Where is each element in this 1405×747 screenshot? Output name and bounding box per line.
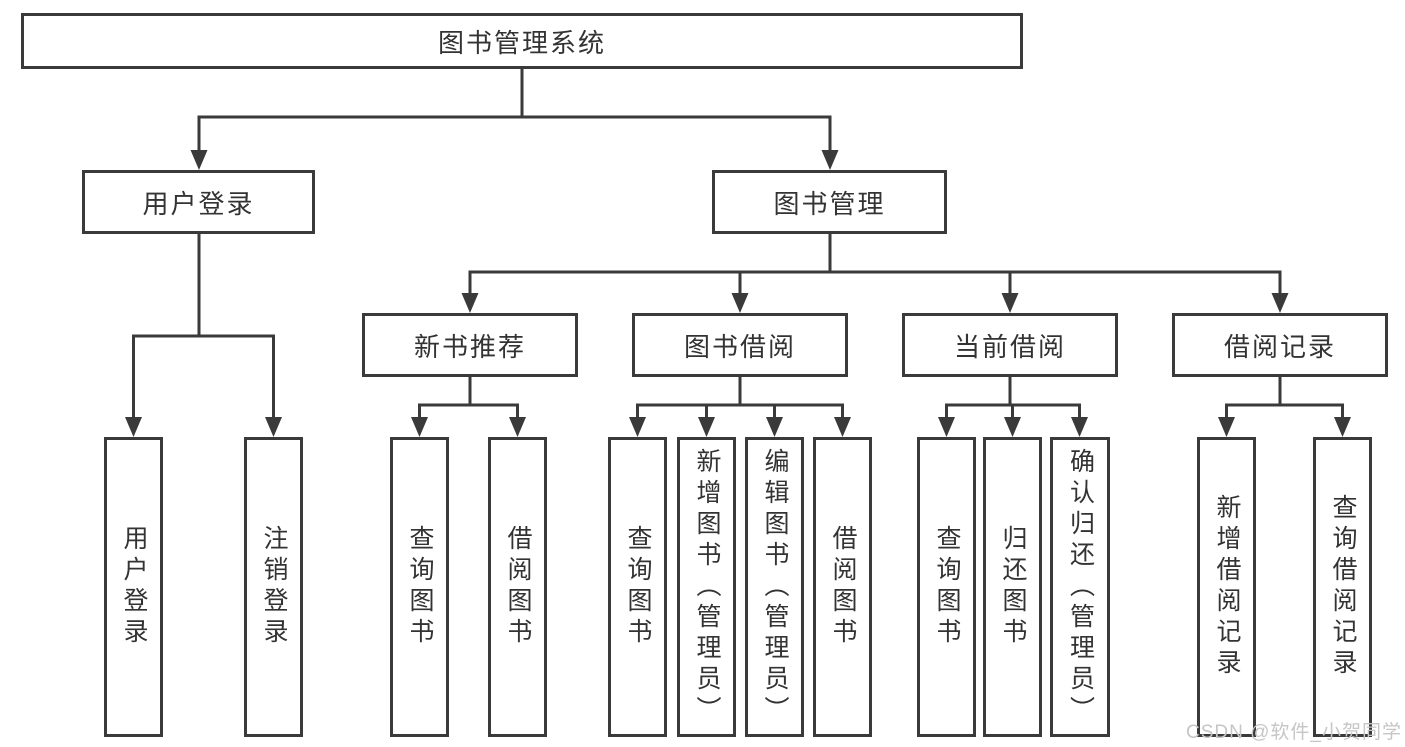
node-current-borrowing: 当前借阅 [902,313,1118,377]
arrowhead-icons-current-borrowing-leaves [938,417,1088,437]
connector-borrowing-records-to-leaves [1225,377,1344,420]
leaf-query-books-borrowing: 查询图书 [608,437,667,737]
csdn-watermark: CSDN @软件_小贺同学 [1186,722,1402,743]
connector-current-borrowing-to-leaves [945,377,1081,420]
leaf-return-books: 归还图书 [983,437,1042,737]
leaf-add-borrow-record: 新增借阅记录 [1197,437,1256,737]
arrowhead-icons-level3 [461,293,1289,313]
leaf-query-books-recommend: 查询图书 [390,437,449,737]
arrowhead-icons-level2 [190,150,839,170]
node-borrowing-records: 借阅记录 [1172,313,1388,377]
leaf-user-login: 用户登录 [104,437,163,737]
leaf-borrow-books-recommend: 借阅图书 [488,437,547,737]
arrowhead-icons-new-book-leaves [411,417,526,437]
arrowhead-icons-book-borrowing-leaves [629,417,851,437]
leaf-edit-book-admin: 编辑图书（管理员） [745,437,804,737]
connector-book-borrowing-to-leaves [636,377,844,420]
node-book-management: 图书管理 [712,170,947,234]
connector-user-login-to-leaves [132,234,275,420]
arrowhead-icons-borrowing-records-leaves [1218,417,1351,437]
leaf-add-book-admin: 新增图书（管理员） [677,437,736,737]
connector-root-to-level2 [197,69,832,153]
node-book-borrowing: 图书借阅 [632,313,848,377]
leaf-logout: 注销登录 [244,437,303,737]
connector-book-management-to-level3 [468,234,1282,296]
leaf-confirm-return-admin: 确认归还（管理员） [1050,437,1110,737]
node-user-login: 用户登录 [82,170,315,234]
leaf-query-books-current: 查询图书 [917,437,976,737]
node-library-management-system: 图书管理系统 [21,13,1023,69]
arrowhead-icons-user-login-leaves [125,417,282,437]
leaf-query-borrow-record: 查询借阅记录 [1313,437,1372,737]
node-new-book-recommend: 新书推荐 [362,313,578,377]
connector-new-book-recommend-to-leaves [418,377,519,420]
leaf-borrow-books-borrowing: 借阅图书 [813,437,872,737]
